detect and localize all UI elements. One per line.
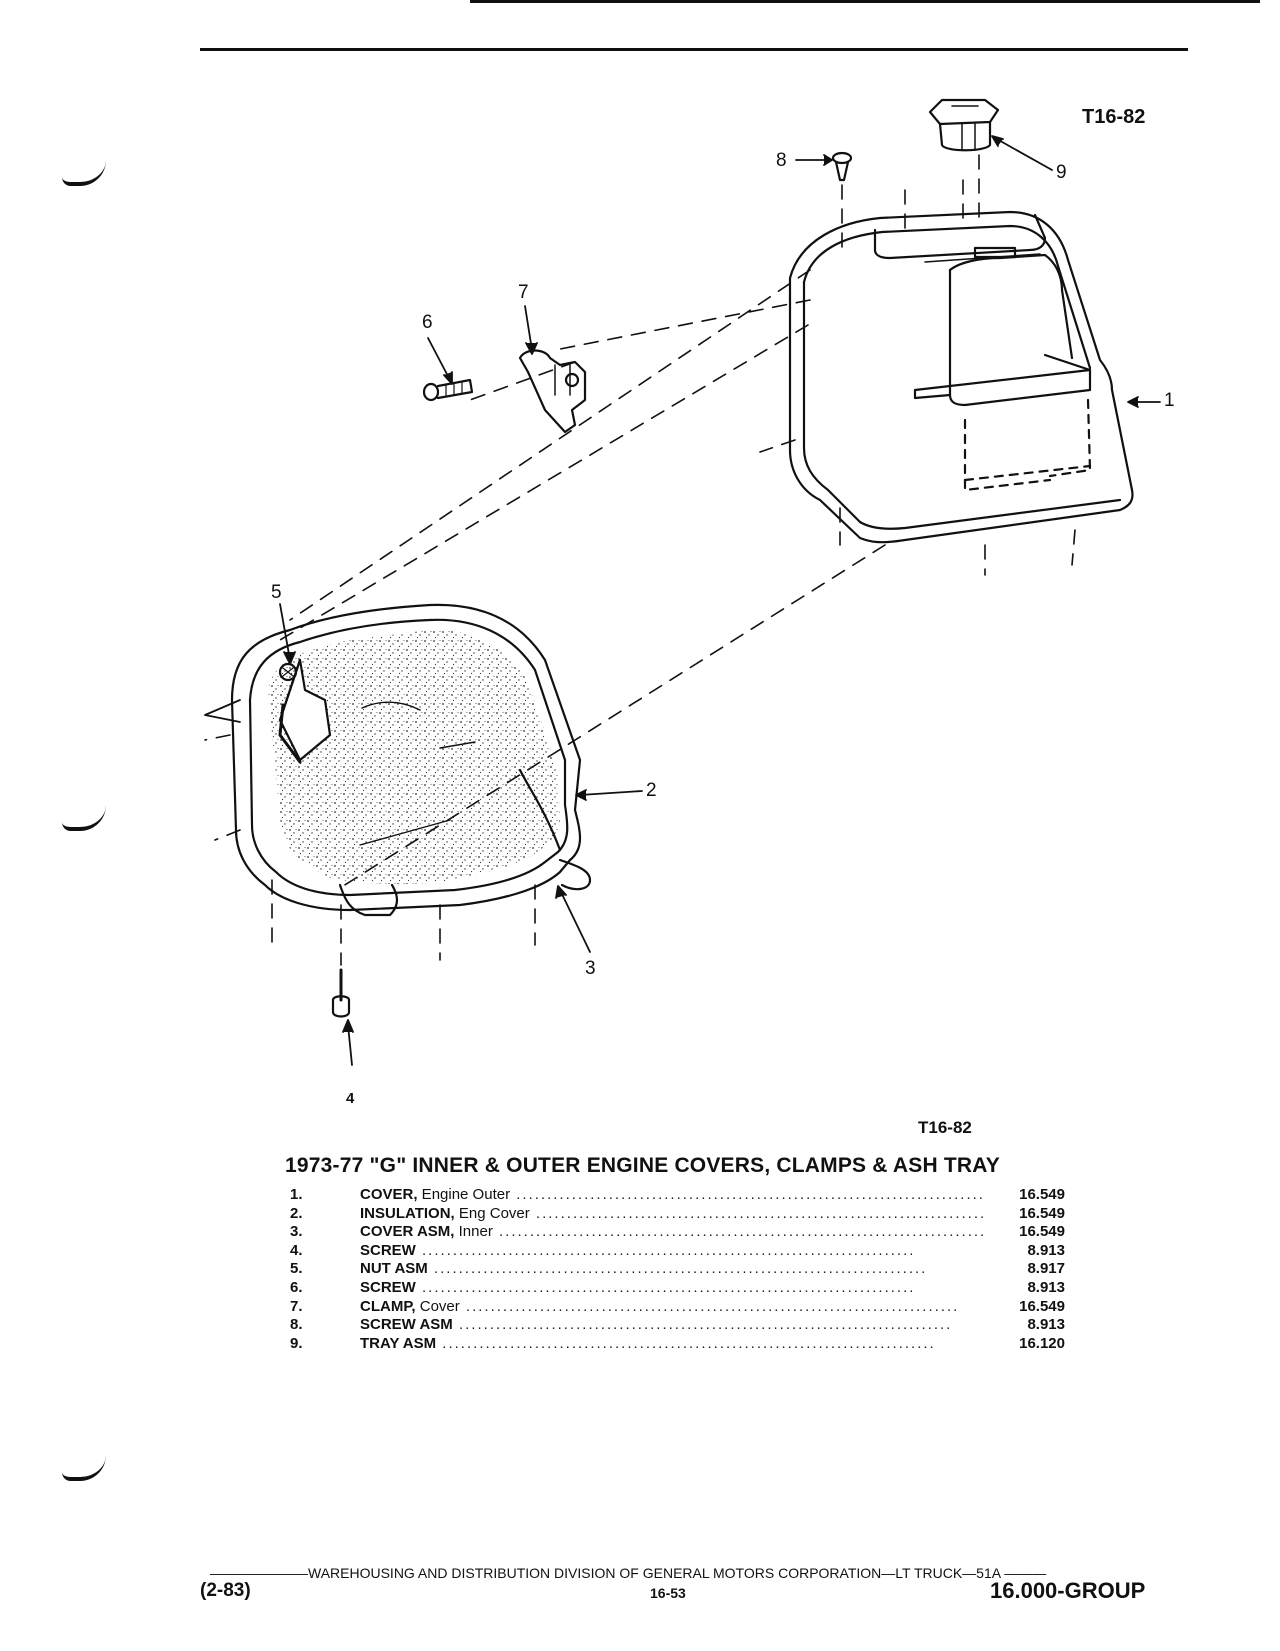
header-rule — [200, 48, 1188, 51]
inner-engine-cover — [230, 603, 592, 917]
part-name: TRAY ASM — [360, 1334, 437, 1352]
part-group-number: 16.549 — [1019, 1223, 1065, 1241]
part-description: TRAY ASM ...............................… — [360, 1335, 985, 1352]
clamp — [518, 349, 587, 434]
part-name: COVER, — [360, 1186, 418, 1203]
footer-group: 16.000-GROUP — [990, 1578, 1146, 1603]
part-number: 7. — [290, 1297, 303, 1315]
part-number: 2. — [290, 1204, 303, 1222]
footer-division-text: WAREHOUSING AND DISTRIBUTION DIVISION OF… — [308, 1565, 1001, 1581]
figure-code-bottom: T16-82 — [918, 1118, 972, 1137]
part-detail: Inner — [454, 1223, 493, 1241]
callout-9: 9 — [1056, 162, 1067, 183]
footer-division-line: ———————WAREHOUSING AND DISTRIBUTION DIVI… — [210, 1565, 1047, 1581]
leader-dots: ........................................… — [415, 1278, 916, 1296]
part-name: SCREW — [360, 1241, 416, 1259]
leader-dots: ........................................… — [436, 1334, 936, 1352]
part-row: 4. SCREW ................................… — [290, 1242, 1065, 1261]
part-name: NUT ASM — [360, 1260, 428, 1278]
part-group-number: 16.549 — [1019, 1297, 1065, 1315]
part-description: CLAMP, Cover ...........................… — [360, 1298, 985, 1315]
part-description: COVER ASM, Inner .......................… — [360, 1223, 985, 1240]
leader-dots: ........................................… — [510, 1186, 985, 1203]
part-number: 6. — [290, 1278, 303, 1296]
leader-dots: ........................................… — [427, 1260, 928, 1278]
part-name: CLAMP, — [360, 1297, 416, 1315]
nut-asm — [278, 662, 298, 682]
binder-hole-mark — [62, 1455, 106, 1481]
leader-dots: ........................................… — [459, 1297, 960, 1315]
part-name: SCREW — [360, 1278, 416, 1296]
part-number: 9. — [290, 1334, 303, 1352]
part-row: 6. SCREW ................................… — [290, 1279, 1065, 1298]
callout-7: 7 — [518, 282, 529, 303]
part-detail: Engine Outer — [417, 1186, 511, 1203]
part-description: INSULATION, Eng Cover ..................… — [360, 1205, 985, 1222]
part-number: 8. — [290, 1316, 303, 1334]
part-row: 9. TRAY ASM .............................… — [290, 1335, 1065, 1354]
part-detail: Cover — [415, 1297, 460, 1315]
ash-tray — [928, 98, 1000, 152]
part-description: NUT ASM ................................… — [360, 1260, 985, 1277]
leader-dots: ........................................… — [415, 1241, 916, 1259]
callout-1: 1 — [1164, 390, 1175, 411]
part-detail: Eng Cover — [454, 1204, 530, 1222]
part-description: SCREW ..................................… — [360, 1279, 985, 1296]
outer-engine-cover — [788, 210, 1134, 544]
parts-list: 1. COVER, Engine Outer ..................… — [290, 1186, 1065, 1353]
callout-3: 3 — [585, 958, 596, 979]
footer-page-number: 16-53 — [650, 1585, 686, 1601]
binder-hole-mark — [62, 805, 106, 831]
part-name: SCREW ASM — [360, 1316, 453, 1334]
leader-dots: ........................................… — [529, 1204, 985, 1222]
part-row: 1. COVER, Engine Outer ..................… — [290, 1186, 1065, 1205]
callout-6: 6 — [422, 312, 433, 333]
part-group-number: 16.549 — [1019, 1186, 1065, 1203]
screw-asm-8 — [831, 151, 853, 182]
part-group-number: 8.913 — [1027, 1278, 1065, 1296]
part-row: 2. INSULATION, Eng Cover ................… — [290, 1205, 1065, 1224]
part-number: 1. — [290, 1186, 303, 1203]
figure-caption: 1973-77 "G" INNER & OUTER ENGINE COVERS,… — [285, 1154, 1000, 1177]
callout-5: 5 — [271, 582, 282, 603]
exploded-diagram — [204, 98, 1161, 1066]
part-row: 7. CLAMP, Cover .........................… — [290, 1298, 1065, 1317]
screw-6 — [422, 378, 474, 402]
part-name: INSULATION, — [360, 1204, 455, 1222]
part-number: 5. — [290, 1260, 303, 1278]
leader-dots: ........................................… — [452, 1316, 953, 1334]
leader-dots: ........................................… — [492, 1223, 985, 1241]
part-description: COVER, Engine Outer ....................… — [360, 1186, 985, 1203]
part-name: COVER ASM, — [360, 1223, 455, 1241]
callout-2: 2 — [646, 780, 657, 801]
part-group-number: 8.913 — [1027, 1316, 1065, 1334]
part-number: 4. — [290, 1241, 303, 1259]
scan-edge-line — [470, 0, 1260, 3]
part-group-number: 8.917 — [1027, 1260, 1065, 1278]
footer-date: (2-83) — [200, 1580, 251, 1601]
part-description: SCREW ..................................… — [360, 1242, 985, 1259]
part-row: 8. SCREW ASM ............................… — [290, 1316, 1065, 1335]
binder-hole-mark — [62, 160, 106, 186]
callout-8: 8 — [776, 150, 787, 171]
screw-4 — [331, 968, 351, 1018]
part-row: 3. COVER ASM, Inner .....................… — [290, 1223, 1065, 1242]
part-row: 5. NUT ASM ..............................… — [290, 1260, 1065, 1279]
callout-4: 4 — [346, 1090, 355, 1107]
part-number: 3. — [290, 1223, 303, 1241]
part-group-number: 8.913 — [1027, 1241, 1065, 1259]
figure-code-top: T16-82 — [1082, 106, 1146, 128]
part-description: SCREW ASM ..............................… — [360, 1316, 985, 1333]
part-group-number: 16.120 — [1019, 1334, 1065, 1352]
part-group-number: 16.549 — [1019, 1204, 1065, 1222]
